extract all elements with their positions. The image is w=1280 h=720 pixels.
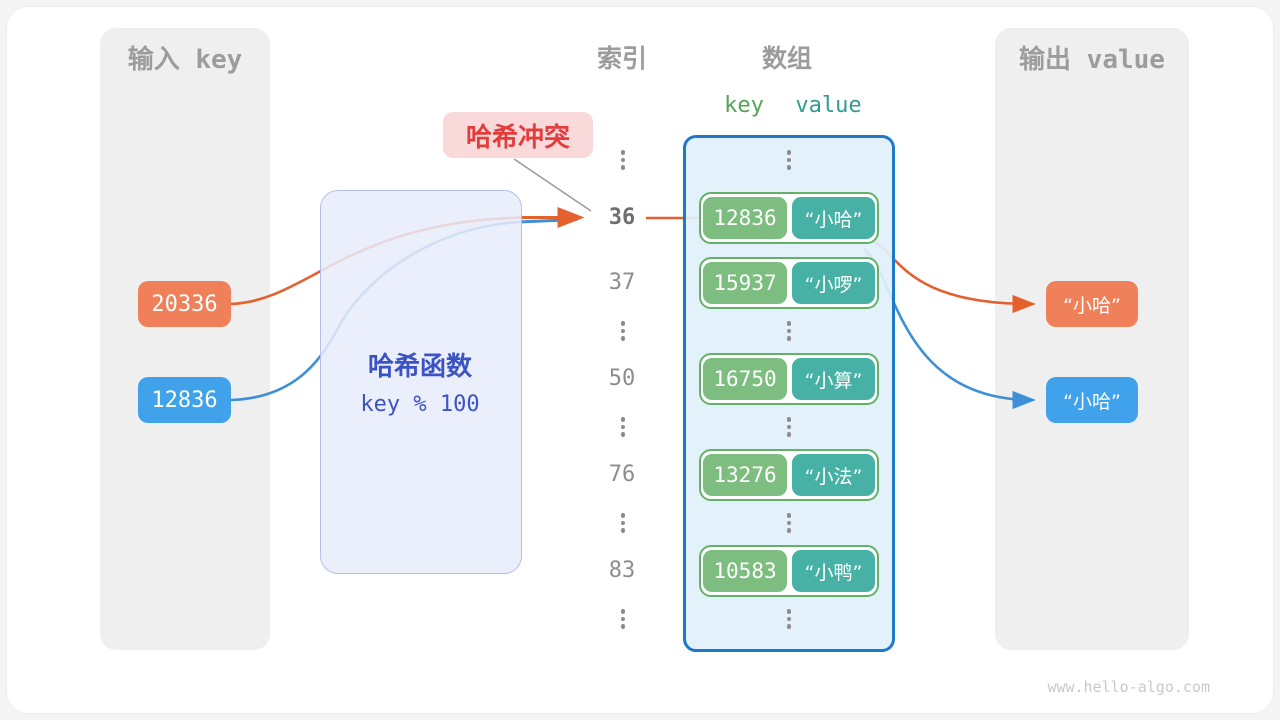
pair-key: 15937 <box>703 262 787 304</box>
array-pair-16750: 16750 “小算” <box>699 353 879 405</box>
index-column-title: 索引 <box>596 44 647 73</box>
input-key-20336: 20336 <box>138 281 231 327</box>
pair-key: 12836 <box>703 197 787 239</box>
ellipsis-dots <box>786 609 792 629</box>
ellipsis-dots <box>786 150 792 170</box>
array-pair-10583: 10583 “小鸭” <box>699 545 879 597</box>
hash-function-box <box>320 190 522 574</box>
array-pair-15937: 15937 “小啰” <box>699 257 879 309</box>
ellipsis-dots <box>620 609 626 629</box>
ellipsis-dots <box>786 513 792 533</box>
ellipsis-dots <box>786 321 792 341</box>
pair-key: 10583 <box>703 550 787 592</box>
pair-value: “小算” <box>792 358 875 400</box>
collision-pointer-line <box>513 158 592 212</box>
input-panel-title: 输入 key <box>127 45 243 75</box>
index-36: 36 <box>608 205 636 230</box>
index-50: 50 <box>608 366 636 391</box>
ellipsis-dots <box>620 321 626 341</box>
input-panel <box>100 28 270 650</box>
index-76: 76 <box>608 462 636 487</box>
ellipsis-dots <box>620 513 626 533</box>
index-83: 83 <box>608 558 636 583</box>
pair-value: “小鸭” <box>792 550 875 592</box>
hash-function-formula: key % 100 <box>360 392 480 417</box>
site-watermark: www.hello-algo.com <box>1047 678 1210 696</box>
ellipsis-dots <box>620 150 626 170</box>
array-value-header: value <box>795 93 862 118</box>
input-key-12836: 12836 <box>138 377 231 423</box>
hash-function-title: 哈希函数 <box>367 352 472 382</box>
pair-value: “小法” <box>792 454 875 496</box>
pair-value: “小哈” <box>792 197 875 239</box>
pair-key: 13276 <box>703 454 787 496</box>
array-key-header: key <box>724 93 764 118</box>
output-value-blue: “小哈” <box>1046 377 1138 423</box>
curve-array-to-output-orange <box>870 238 1036 314</box>
array-pair-13276: 13276 “小法” <box>699 449 879 501</box>
output-value-orange: “小哈” <box>1046 281 1138 327</box>
array-pair-12836: 12836 “小哈” <box>699 192 879 244</box>
pair-key: 16750 <box>703 358 787 400</box>
arrow-hash-to-index-blue <box>518 218 578 224</box>
output-panel-title: 输出 value <box>1019 45 1165 75</box>
ellipsis-dots <box>620 417 626 437</box>
array-column-title: 数组 <box>761 44 812 73</box>
pair-value: “小啰” <box>792 262 875 304</box>
output-panel <box>995 28 1189 650</box>
ellipsis-dots <box>786 417 792 437</box>
hash-collision-label: 哈希冲突 <box>443 112 593 158</box>
index-37: 37 <box>608 270 636 295</box>
